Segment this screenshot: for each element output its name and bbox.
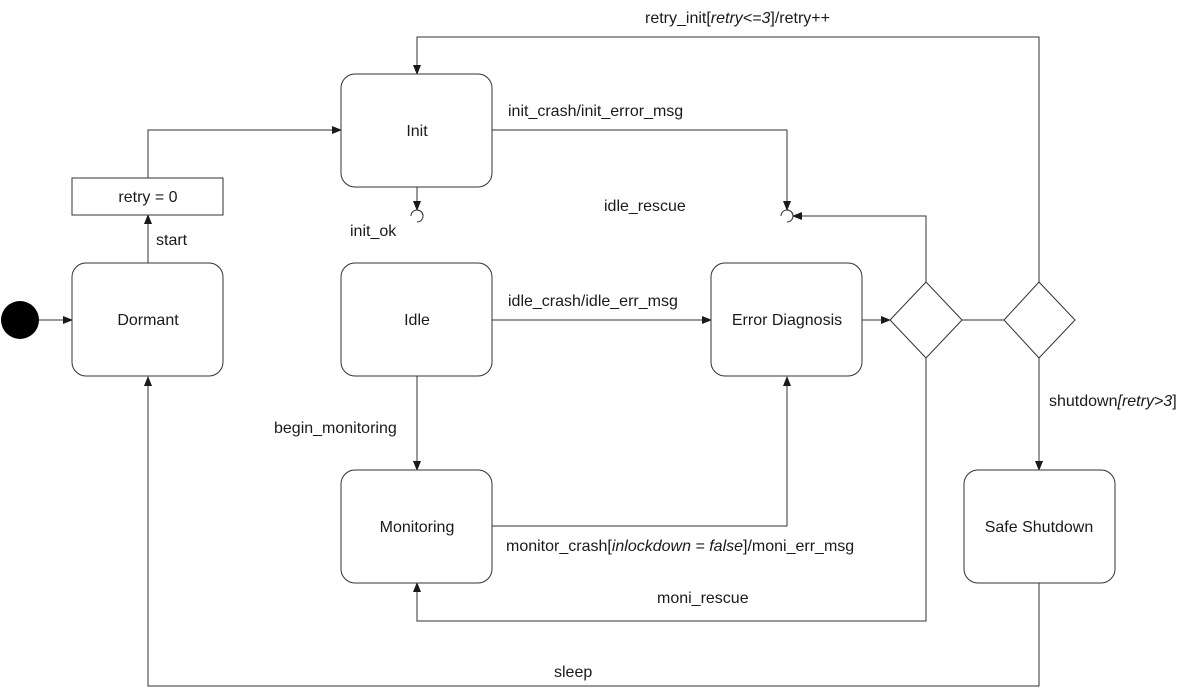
init-crash-transition <box>492 129 791 211</box>
state-idle: Idle <box>340 262 493 377</box>
state-monitoring: Monitoring <box>340 469 493 584</box>
label-start: start <box>156 232 188 249</box>
monitor-crash-transition <box>492 376 791 527</box>
label-begin-monitoring: begin_monitoring <box>274 420 397 437</box>
state-monitoring-label: Monitoring <box>380 519 455 536</box>
label-monitor-crash: monitor_crash[inlockdown = false]/moni_e… <box>506 538 854 555</box>
label-retry-init: retry_init[retry<=3]/retry++ <box>645 10 830 27</box>
initial-state <box>1 301 39 339</box>
state-idle-label: Idle <box>404 312 430 329</box>
decision-node-rescue <box>889 281 963 359</box>
state-safe-shutdown: Safe Shutdown <box>963 469 1116 584</box>
state-init: Init <box>340 73 493 188</box>
moni-rescue-transition <box>413 358 927 622</box>
label-init-ok: init_ok <box>350 223 397 240</box>
retry-reset-box: retry = 0 <box>71 177 224 216</box>
label-sleep: sleep <box>554 664 592 681</box>
label-moni-rescue: moni_rescue <box>657 590 749 607</box>
sleep-transition <box>144 376 1040 687</box>
state-error-diagnosis-label: Error Diagnosis <box>732 312 842 329</box>
state-error-diagnosis: Error Diagnosis <box>710 262 863 377</box>
idle-rescue-hop-2 <box>410 209 424 217</box>
label-idle-rescue: idle_rescue <box>604 198 686 215</box>
idle-rescue-hop-1 <box>780 209 794 217</box>
idle-rescue-transition <box>792 212 927 282</box>
state-init-label: Init <box>406 123 428 140</box>
state-dormant: Dormant <box>71 262 224 377</box>
retry-reset-text: retry = 0 <box>118 189 177 206</box>
init-crash-hop <box>786 209 794 223</box>
state-safe-shutdown-label: Safe Shutdown <box>985 519 1094 536</box>
init-ok-hop <box>416 209 424 223</box>
retry-init-transition <box>413 36 1040 282</box>
retry-to-init-transition <box>147 126 342 178</box>
state-dormant-label: Dormant <box>117 312 179 329</box>
decision-node-retry <box>1003 281 1076 359</box>
label-init-crash: init_crash/init_error_msg <box>508 103 683 120</box>
label-idle-crash: idle_crash/idle_err_msg <box>508 293 678 310</box>
label-shutdown: shutdown[retry>3] <box>1049 393 1177 410</box>
